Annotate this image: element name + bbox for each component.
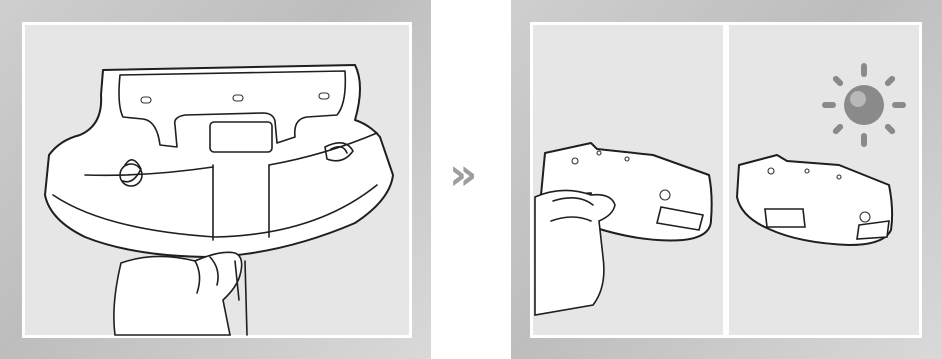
step-2a-panel <box>530 22 726 338</box>
step-2b-panel <box>726 22 922 338</box>
dry-bracket-illustration <box>729 25 919 335</box>
step-1-panel <box>22 22 412 338</box>
step-arrow: » <box>449 153 477 197</box>
sun-icon <box>822 63 906 147</box>
hand-icon <box>114 252 242 335</box>
wipe-bracket-illustration <box>533 25 723 335</box>
mop-bracket-illustration <box>25 25 409 335</box>
hand-icon <box>535 190 615 315</box>
